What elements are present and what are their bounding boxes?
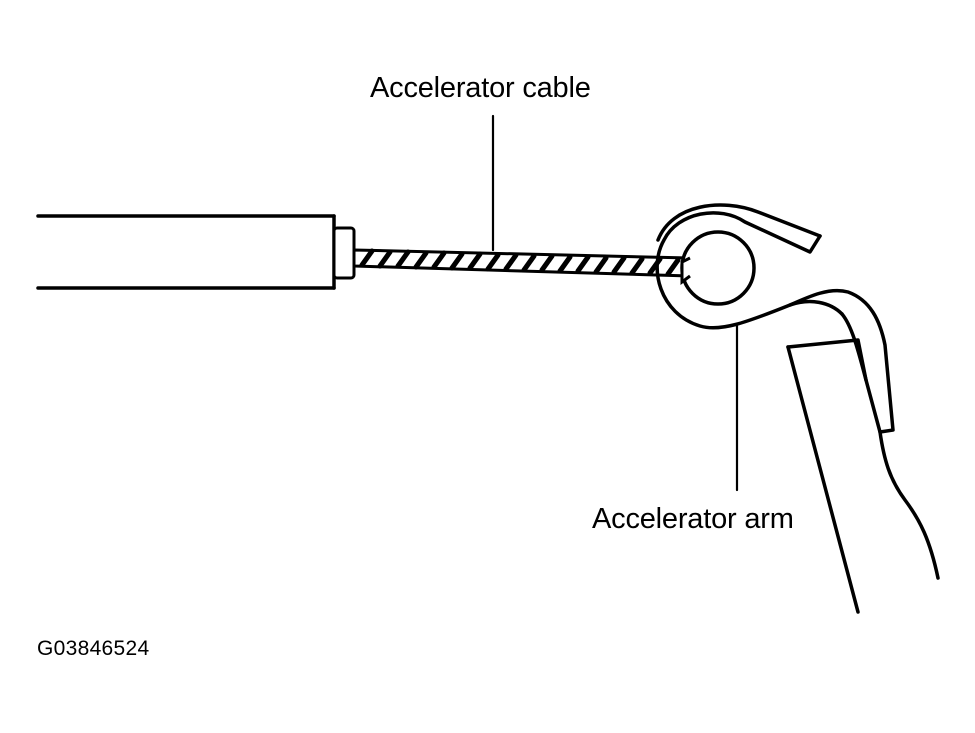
figure-id-label: G03846524 <box>37 637 150 660</box>
accelerator-arm-label: Accelerator arm <box>592 503 794 535</box>
accelerator-arm <box>655 203 940 614</box>
cable-end-nipple <box>680 230 756 306</box>
leader-lines <box>491 114 739 492</box>
inner-cable <box>352 248 692 278</box>
accelerator-cable-label: Accelerator cable <box>370 72 591 104</box>
cable-housing <box>36 214 336 290</box>
cable-ferrule <box>332 226 356 280</box>
